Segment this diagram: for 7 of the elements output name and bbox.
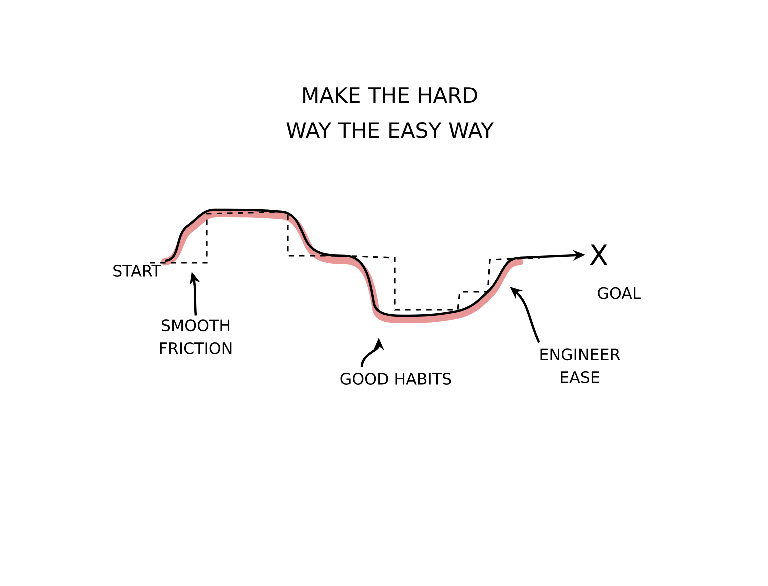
label-text: ENGINEER EASE: [540, 348, 620, 384]
label-text: GOOD HABITS: [340, 373, 452, 385]
title: MAKE THE HARD WAY THE EASY WAY: [286, 88, 494, 138]
label-text: SMOOTH FRICTION: [160, 320, 232, 354]
label-text: GOAL: [598, 287, 642, 300]
label-text: START: [114, 265, 162, 277]
goal-mark: X: [590, 244, 608, 266]
